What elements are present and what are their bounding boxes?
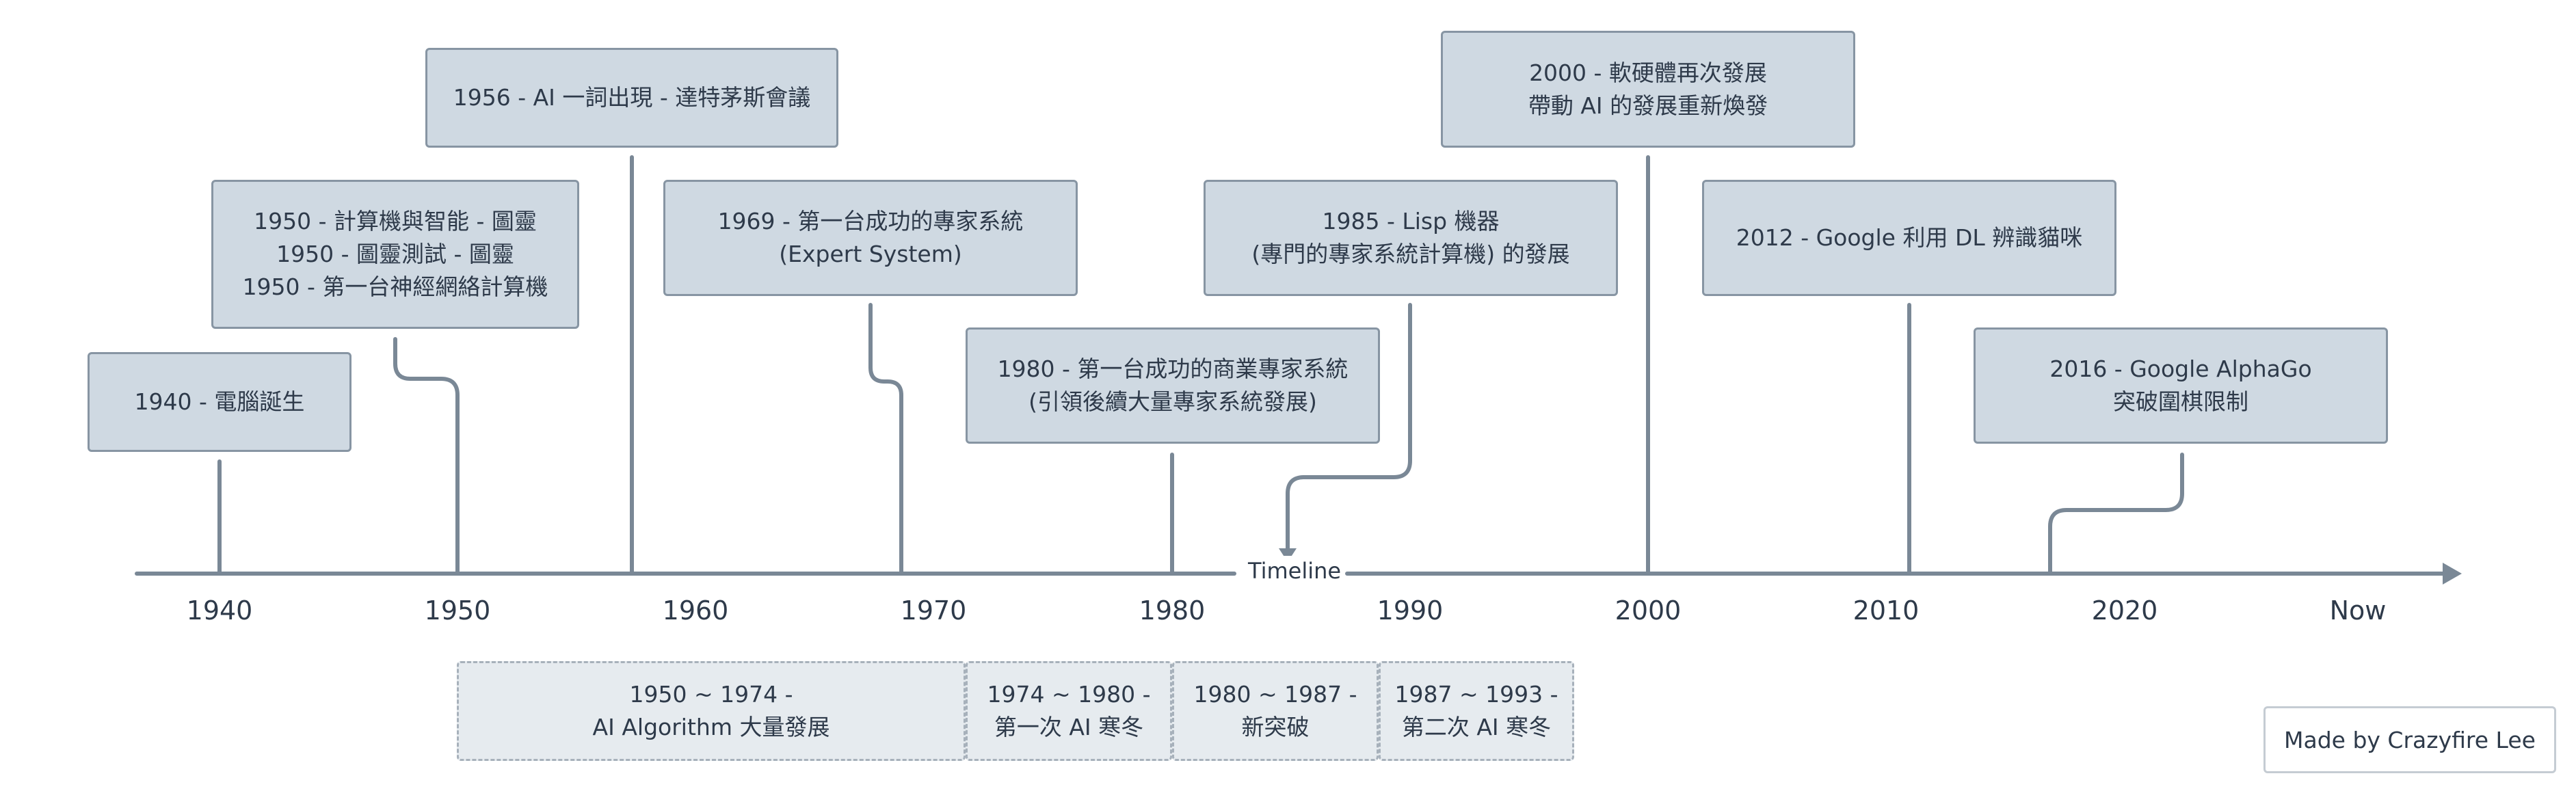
event-box-1985: 1985 - Lisp 機器 (專門的專家系統計算機) 的發展 xyxy=(1204,180,1618,296)
event-box-1980: 1980 - 第一台成功的商業專家系統 (引領後續大量專家系統發展) xyxy=(966,327,1380,444)
event-box-2016: 2016 - Google AlphaGo 突破圍棋限制 xyxy=(1974,327,2388,444)
era-box-second-winter: 1987 ~ 1993 - 第二次 AI 寒冬 xyxy=(1379,661,1574,761)
connector-2016 xyxy=(2048,453,2184,576)
tick-label-1960: 1960 xyxy=(662,595,729,626)
era-text: AI Algorithm 大量發展 xyxy=(592,714,830,740)
tick-label-2000: 2000 xyxy=(1615,595,1682,626)
tick-label-1990: 1990 xyxy=(1377,595,1444,626)
event-text: 2016 - Google AlphaGo xyxy=(2049,356,2312,382)
event-text: 1950 - 第一台神經網絡計算機 xyxy=(242,273,548,300)
connector-1950 xyxy=(393,337,460,576)
era-text: 新突破 xyxy=(1241,714,1310,740)
event-text: 突破圍棋限制 xyxy=(2113,388,2248,415)
event-text: 1969 - 第一台成功的專家系統 xyxy=(717,208,1024,234)
tick-label-1970: 1970 xyxy=(900,595,967,626)
credit-label: Made by Crazyfire Lee xyxy=(2263,706,2556,773)
axis-title: Timeline xyxy=(1244,556,1346,586)
event-text: 1985 - Lisp 機器 xyxy=(1322,208,1500,234)
era-text: 第二次 AI 寒冬 xyxy=(1401,714,1552,740)
event-text: 1956 - AI 一詞出現 - 達特茅斯會議 xyxy=(453,84,811,111)
event-text: 2000 - 軟硬體再次發展 xyxy=(1529,59,1767,86)
era-text: 1974 ~ 1980 - xyxy=(987,681,1151,708)
event-text: 帶動 AI 的發展重新煥發 xyxy=(1528,92,1768,119)
era-box-algorithm: 1950 ~ 1974 - AI Algorithm 大量發展 xyxy=(457,661,966,761)
event-text: 1980 - 第一台成功的商業專家系統 xyxy=(997,356,1349,382)
event-box-2000: 2000 - 軟硬體再次發展 帶動 AI 的發展重新煥發 xyxy=(1441,31,1855,148)
era-text: 1980 ~ 1987 - xyxy=(1193,681,1357,708)
event-text: (引領後續大量專家系統發展) xyxy=(1028,388,1317,415)
event-text: 1940 - 電腦誕生 xyxy=(134,388,305,415)
era-text: 第一次 AI 寒冬 xyxy=(994,714,1144,740)
era-text: 1987 ~ 1993 - xyxy=(1394,681,1558,708)
tick-label-1950: 1950 xyxy=(424,595,491,626)
tick-label-2010: 2010 xyxy=(1853,595,1920,626)
axis-arrow-head xyxy=(2443,563,2462,585)
connector-1969 xyxy=(868,303,903,576)
event-box-1956: 1956 - AI 一詞出現 - 達特茅斯會議 xyxy=(425,48,838,148)
event-box-1969: 1969 - 第一台成功的專家系統 (Expert System) xyxy=(663,180,1078,296)
tick-label-1940: 1940 xyxy=(186,595,253,626)
era-box-first-winter: 1974 ~ 1980 - 第一次 AI 寒冬 xyxy=(966,661,1172,761)
event-text: (專門的專家系統計算機) 的發展 xyxy=(1251,241,1570,267)
era-box-breakthrough: 1980 ~ 1987 - 新突破 xyxy=(1172,661,1379,761)
connector-1985-arrow-head xyxy=(1279,548,1297,562)
event-text: 1950 - 計算機與智能 - 圖靈 xyxy=(254,208,537,234)
tick-label-now: Now xyxy=(2329,595,2387,626)
event-text: 2012 - Google 利用 DL 辨識貓咪 xyxy=(1736,224,2083,251)
tick-label-1980: 1980 xyxy=(1139,595,1206,626)
event-box-1940: 1940 - 電腦誕生 xyxy=(88,352,351,452)
event-box-2012: 2012 - Google 利用 DL 辨識貓咪 xyxy=(1702,180,2116,296)
era-text: 1950 ~ 1974 - xyxy=(629,681,793,708)
tick-label-2020: 2020 xyxy=(2091,595,2158,626)
event-text: 1950 - 圖靈測試 - 圖靈 xyxy=(276,241,514,267)
event-box-1950: 1950 - 計算機與智能 - 圖靈 1950 - 圖靈測試 - 圖靈 1950… xyxy=(211,180,579,329)
connector-1985 xyxy=(1286,303,1412,554)
event-text: (Expert System) xyxy=(779,241,962,267)
